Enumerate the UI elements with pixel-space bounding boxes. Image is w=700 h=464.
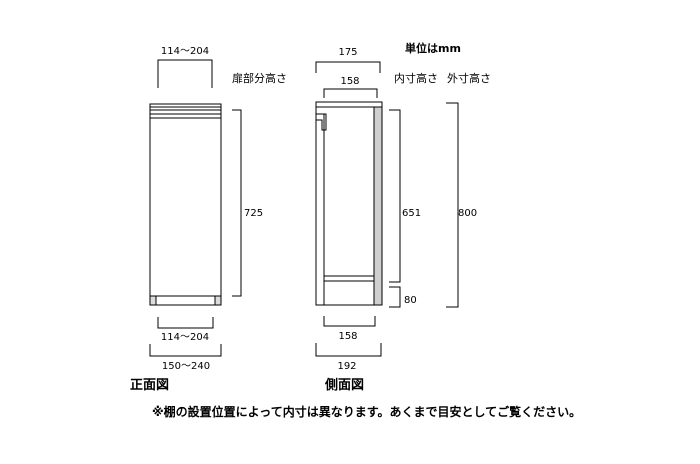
front-door-height-bracket: [232, 109, 242, 297]
door-height-header: 扉部分高さ: [232, 71, 287, 85]
side-top-outer-depth-label: 175: [338, 47, 357, 58]
front-inner-width-bracket: [157, 317, 214, 329]
front-door-height-label: 725: [244, 208, 263, 219]
side-cabinet-body: [315, 101, 383, 306]
front-cabinet-body: [149, 103, 222, 306]
side-inner-height-bracket: [389, 109, 401, 283]
front-inner-width-label: 114〜204: [161, 332, 209, 343]
side-base-height-bracket: [389, 286, 401, 308]
front-view: 114〜204 扉部分高さ 725 114〜204 150〜240 正面図: [130, 46, 287, 393]
front-outer-width-bracket: [149, 344, 222, 357]
side-top-outer-depth-bracket: [315, 61, 381, 73]
outer-height-header: 外寸高さ: [447, 71, 491, 85]
side-bottom-inner-depth-label: 158: [338, 331, 357, 342]
side-top-inner-depth-bracket: [323, 88, 378, 98]
side-bottom-outer-depth-bracket: [315, 343, 382, 357]
side-bottom-inner-depth-bracket: [323, 316, 376, 327]
inner-height-header: 内寸高さ: [394, 71, 438, 85]
side-view: 単位はmm 175 158 内寸高さ 外寸高さ 651: [315, 41, 491, 393]
front-top-width-bracket: [157, 59, 213, 88]
side-outer-height-bracket: [446, 102, 459, 308]
side-top-inner-depth-label: 158: [340, 76, 359, 87]
unit-label: 単位はmm: [405, 41, 461, 55]
side-inner-height-label: 651: [402, 208, 421, 219]
side-base-height-label: 80: [404, 295, 417, 306]
footnote: ※棚の設置位置によって内寸は異なります。あくまで目安としてご覧ください。: [152, 404, 581, 419]
side-view-title: 側面図: [324, 377, 364, 393]
side-outer-height-label: 800: [458, 208, 477, 219]
side-bottom-outer-depth-label: 192: [337, 361, 356, 372]
front-view-title: 正面図: [130, 378, 169, 393]
front-top-width-label: 114〜204: [161, 46, 209, 57]
front-outer-width-label: 150〜240: [162, 361, 210, 372]
